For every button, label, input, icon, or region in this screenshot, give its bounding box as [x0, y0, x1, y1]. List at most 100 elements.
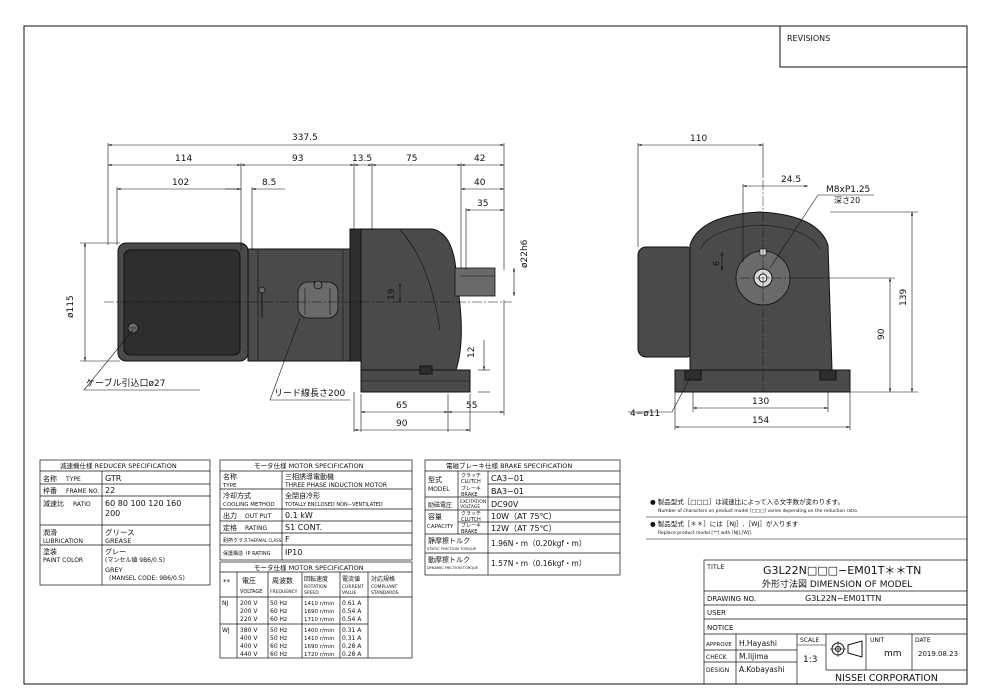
brake-cap-clutch-val: 10W（AT 75℃）: [491, 512, 557, 521]
brake-cap-jp: 容量: [428, 512, 442, 521]
motor-cooling-value: 全閉自冷形: [285, 491, 320, 500]
nj-v3: 220 V: [240, 616, 258, 623]
brake-model-brake-val: BA3−01: [491, 487, 524, 496]
side-view: 337.5 114 93 13.5 75 42 102 8.5 40: [66, 133, 530, 432]
motor-rating-value: S1 CONT.: [285, 523, 322, 532]
notice-label: NOTICE: [707, 624, 733, 632]
reducer-frame-value: 22: [105, 486, 115, 495]
motor-cooling-value2: TOTALLY ENCLOSED NON−VENTILATED: [284, 502, 383, 508]
motor-type-value: 三相誘導電動機: [285, 472, 334, 481]
hdr-current-en1: CURRENT: [342, 584, 364, 590]
end-dim-holes: 4−ø11: [630, 409, 660, 419]
notes: ● 製品型式［□□□］は減速比によって入る文字数が変わります。 Number o…: [646, 497, 967, 540]
reducer-type-en: TYPE: [65, 476, 81, 483]
projection-symbol-icon: [830, 640, 863, 658]
wj-s3: 1690 r/min: [304, 644, 335, 650]
nj-f2: 60 Hz: [270, 608, 287, 615]
approve-label: APPROVE: [706, 642, 732, 648]
motor-ip-value: IP10: [285, 548, 302, 557]
brake-static-jp: 静摩擦トルク: [428, 536, 470, 545]
dim-93: 93: [292, 154, 303, 164]
nj-code: NJ: [222, 600, 228, 607]
design-name: A.Kobayashi: [739, 665, 785, 674]
wj-rows: WJ 380 V 50 Hz 1400 r/min 0.31 A 400 V 5…: [222, 627, 362, 658]
brake-cap-brake-val: 12W（AT 75℃）: [491, 524, 557, 533]
note-2-en: Replace product model [**] with [NJ],[WJ…: [658, 530, 752, 536]
brake-model-brake-en: BRAKE: [461, 492, 478, 498]
tap-note-2: 深さ20: [834, 196, 860, 205]
motor-rating-en: RATING: [245, 525, 267, 532]
note-1-jp: ● 製品型式［□□□］は減速比によって入る文字数が変わります。: [650, 497, 844, 506]
motor-voltage-table: モータ仕様 MOTOR SPECIFICATION ** 電圧 VOLTAGE …: [219, 561, 413, 659]
wj-c1: 0.31 A: [342, 627, 362, 634]
reducer-paint-en: PAINT COLOR: [43, 557, 83, 564]
date-label: DATE: [915, 637, 931, 644]
cable-gland: [258, 286, 266, 294]
brake-dynamic-value: 1.57N・m（0.16kgf・m）: [491, 559, 586, 568]
nj-f1: 50 Hz: [270, 600, 287, 607]
reducer-ratio-jp: 減速比: [43, 499, 64, 508]
note-1-en: Number of characters on product model [□…: [658, 508, 858, 514]
motor-cooling-en: COOLING METHOD: [223, 502, 275, 508]
end-dim-139: 139: [899, 289, 909, 306]
brake-volt-jp: 励磁電圧: [428, 501, 452, 509]
dim-42: 42: [474, 154, 485, 164]
dim-22: ø22h6: [520, 239, 530, 268]
brake-dynamic-jp: 動摩擦トルク: [428, 555, 470, 564]
end-dim-245: 24.5: [781, 175, 801, 185]
brake-cap-clutch-en: CLUTCH: [461, 517, 481, 523]
end-dim-130: 130: [752, 397, 769, 407]
hdr-code: **: [223, 578, 231, 586]
wj-s2: 1410 r/min: [304, 636, 335, 642]
nj-s2: 1690 r/min: [304, 609, 335, 615]
lead-wire-gland: [313, 280, 323, 290]
reducer-paint-value3: GREY: [105, 566, 123, 574]
end-dim-154: 154: [752, 416, 769, 426]
motor-end: [637, 246, 695, 358]
check-label: CHECK: [706, 654, 728, 661]
nj-c2: 0.54 A: [342, 608, 362, 615]
brake-spec-table: 電磁ブレーキ仕様 BRAKE SPECIFICATION 型式 MODEL クラ…: [424, 459, 621, 576]
side-leaders: ケーブル引込口ø27 リード線長さ200: [83, 317, 350, 401]
reducer-lube-en: LUBRICATION: [43, 538, 83, 545]
end-view: 110 24.5 6 M8xP1.25 深さ20 139 90 130 154: [628, 134, 918, 430]
cable-entry-note: ケーブル引込口ø27: [86, 377, 165, 389]
motor-type-en: TYPE: [222, 483, 237, 489]
reducer-ratio-value: 60 80 100 120 160: [105, 499, 181, 508]
end-dimensions: 110 24.5 6 M8xP1.25 深さ20 139 90 130 154: [628, 134, 918, 430]
dim-55: 55: [466, 401, 477, 411]
brake-volt-en1: EXCITATION: [460, 499, 486, 505]
brake-static-value: 1.96N・m（0.20kgf・m）: [491, 539, 586, 548]
wj-f2: 50 Hz: [270, 635, 287, 642]
revisions-box: REVISIONS: [779, 26, 967, 68]
motor-thermal-value: F: [285, 535, 290, 544]
dim-102: 102: [172, 178, 189, 188]
nj-v1: 200 V: [240, 600, 258, 607]
motor-thermal-jp: 耐熱クラス: [223, 537, 248, 544]
brake-volt-value: DC90V: [491, 500, 519, 509]
wj-v3: 400 V: [240, 643, 258, 650]
reducer-frame-en: FRAME NO.: [66, 488, 99, 495]
reducer-type-value: GTR: [105, 474, 122, 483]
brake-cap-brake-en: BRAKE: [461, 529, 478, 535]
output-shaft: [454, 267, 496, 297]
dim-19: 19: [387, 288, 397, 300]
scale-label: SCALE: [800, 637, 819, 644]
wj-v1: 380 V: [240, 627, 258, 634]
brake-spec-title: 電磁ブレーキ仕様 BRAKE SPECIFICATION: [446, 461, 572, 470]
motor-end-cover: [123, 249, 241, 356]
side-dimensions: 337.5 114 93 13.5 75 42 102 8.5 40: [66, 133, 530, 432]
dim-114: 114: [175, 154, 192, 164]
brake-model-clutch-val: CA3−01: [491, 474, 524, 483]
wj-f3: 60 Hz: [270, 643, 287, 650]
reducer-type-jp: 名称: [43, 474, 57, 483]
brake-model-en: MODEL: [428, 486, 450, 493]
unit-label: UNIT: [870, 637, 885, 644]
motor-type-jp: 名称: [223, 472, 237, 481]
brake-model-clutch-en: CLUTCH: [461, 479, 481, 485]
reducer-ratio-value2: 200: [105, 509, 120, 518]
motor-rating-jp: 定格: [223, 523, 237, 532]
motor-output-jp: 出力: [223, 511, 237, 520]
brake-dynamic-en: DYNAMIC FRICTION TORQUE: [427, 566, 479, 570]
wj-c2: 0.31 A: [342, 635, 362, 642]
